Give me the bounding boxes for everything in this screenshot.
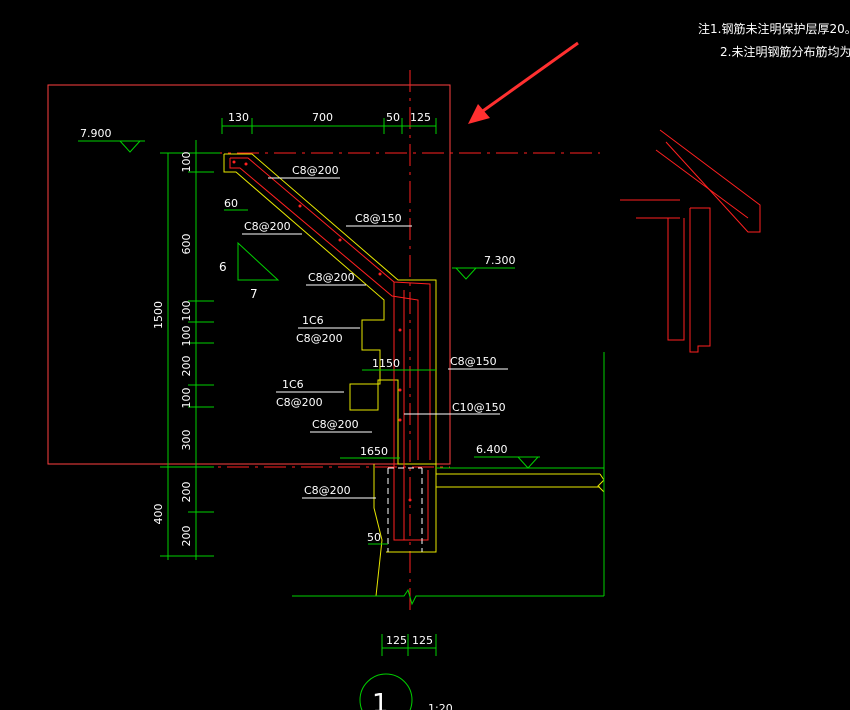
wall-outline-left: [373, 464, 383, 597]
slope-triangle: [237, 241, 280, 281]
ground-line: [292, 588, 604, 606]
slab-break: [597, 473, 605, 493]
dim-130: 130: [228, 111, 249, 124]
dim-300: 300: [180, 430, 193, 451]
elevation-low-label: 6.400: [476, 443, 508, 456]
rebar-label-3: C8@200: [244, 220, 291, 233]
bottom-dashed-bars: [387, 467, 423, 552]
concrete-outline: [223, 153, 437, 465]
dim-125-bottom-a: 125: [386, 634, 407, 647]
rebar-label-8: C10@150: [452, 401, 506, 414]
dim-200-a: 200: [180, 356, 193, 377]
rebar-label-10: C8@200: [304, 484, 351, 497]
dim-600: 600: [180, 234, 193, 255]
dim-100-c: 100: [180, 326, 193, 347]
dim-1150: 1150: [372, 357, 400, 370]
rebar-group: [229, 157, 431, 541]
note-line-2: 2.未注明钢筋分布筋均为上部双向配C8@100: [720, 44, 850, 59]
left-dimension-chain: [160, 140, 220, 560]
dim-1650: 1650: [360, 445, 388, 458]
detail-bubble: [359, 673, 413, 710]
rebar-label-5b: C8@200: [296, 332, 343, 345]
side-section-detail: [620, 129, 761, 353]
note-line-1: 注1.钢筋未注明保护层厚20。: [698, 21, 850, 36]
rebar-label-9: C8@200: [312, 418, 359, 431]
rebar-label-7a: 1C6: [282, 378, 304, 391]
elevation-mark-low: [474, 456, 540, 469]
rebar-label-2: C8@150: [355, 212, 402, 225]
dim-100-b: 100: [180, 301, 193, 322]
dim-200-c: 200: [180, 526, 193, 547]
dim-125-top: 125: [410, 111, 431, 124]
selection-box: [47, 84, 451, 465]
elevation-mark-top: [78, 140, 145, 153]
dim-1500: 1500: [152, 301, 165, 329]
rebar-label-6: C8@150: [450, 355, 497, 368]
bottom-dimension-chain: [381, 634, 437, 656]
rebar-label-7b: C8@200: [276, 396, 323, 409]
rebar-label-4: C8@200: [308, 271, 355, 284]
top-dimension-chain: [221, 118, 437, 134]
dim-125-bottom-b: 125: [412, 634, 433, 647]
dim-60: 60: [224, 197, 238, 210]
detail-number: 1: [372, 689, 389, 710]
detail-scale: 1:20: [428, 702, 453, 710]
elevation-mid-label: 7.300: [484, 254, 516, 267]
slope-rise: 6: [219, 260, 227, 274]
dim-100-d: 100: [180, 388, 193, 409]
rebar-label-1: C8@200: [292, 164, 339, 177]
dim-50-bottom: 50: [367, 531, 381, 544]
dim-400: 400: [152, 504, 165, 525]
wall-outline-bottom: [386, 464, 437, 553]
dim-50: 50: [386, 111, 400, 124]
elevation-mark-mid: [452, 267, 515, 280]
rebar-label-5a: 1C6: [302, 314, 324, 327]
dim-200-b: 200: [180, 482, 193, 503]
elevation-top-label: 7.900: [80, 127, 112, 140]
dim-100-a: 100: [180, 152, 193, 173]
annotation-arrow-icon: [468, 41, 579, 124]
slope-run: 7: [250, 287, 258, 301]
dim-700: 700: [312, 111, 333, 124]
